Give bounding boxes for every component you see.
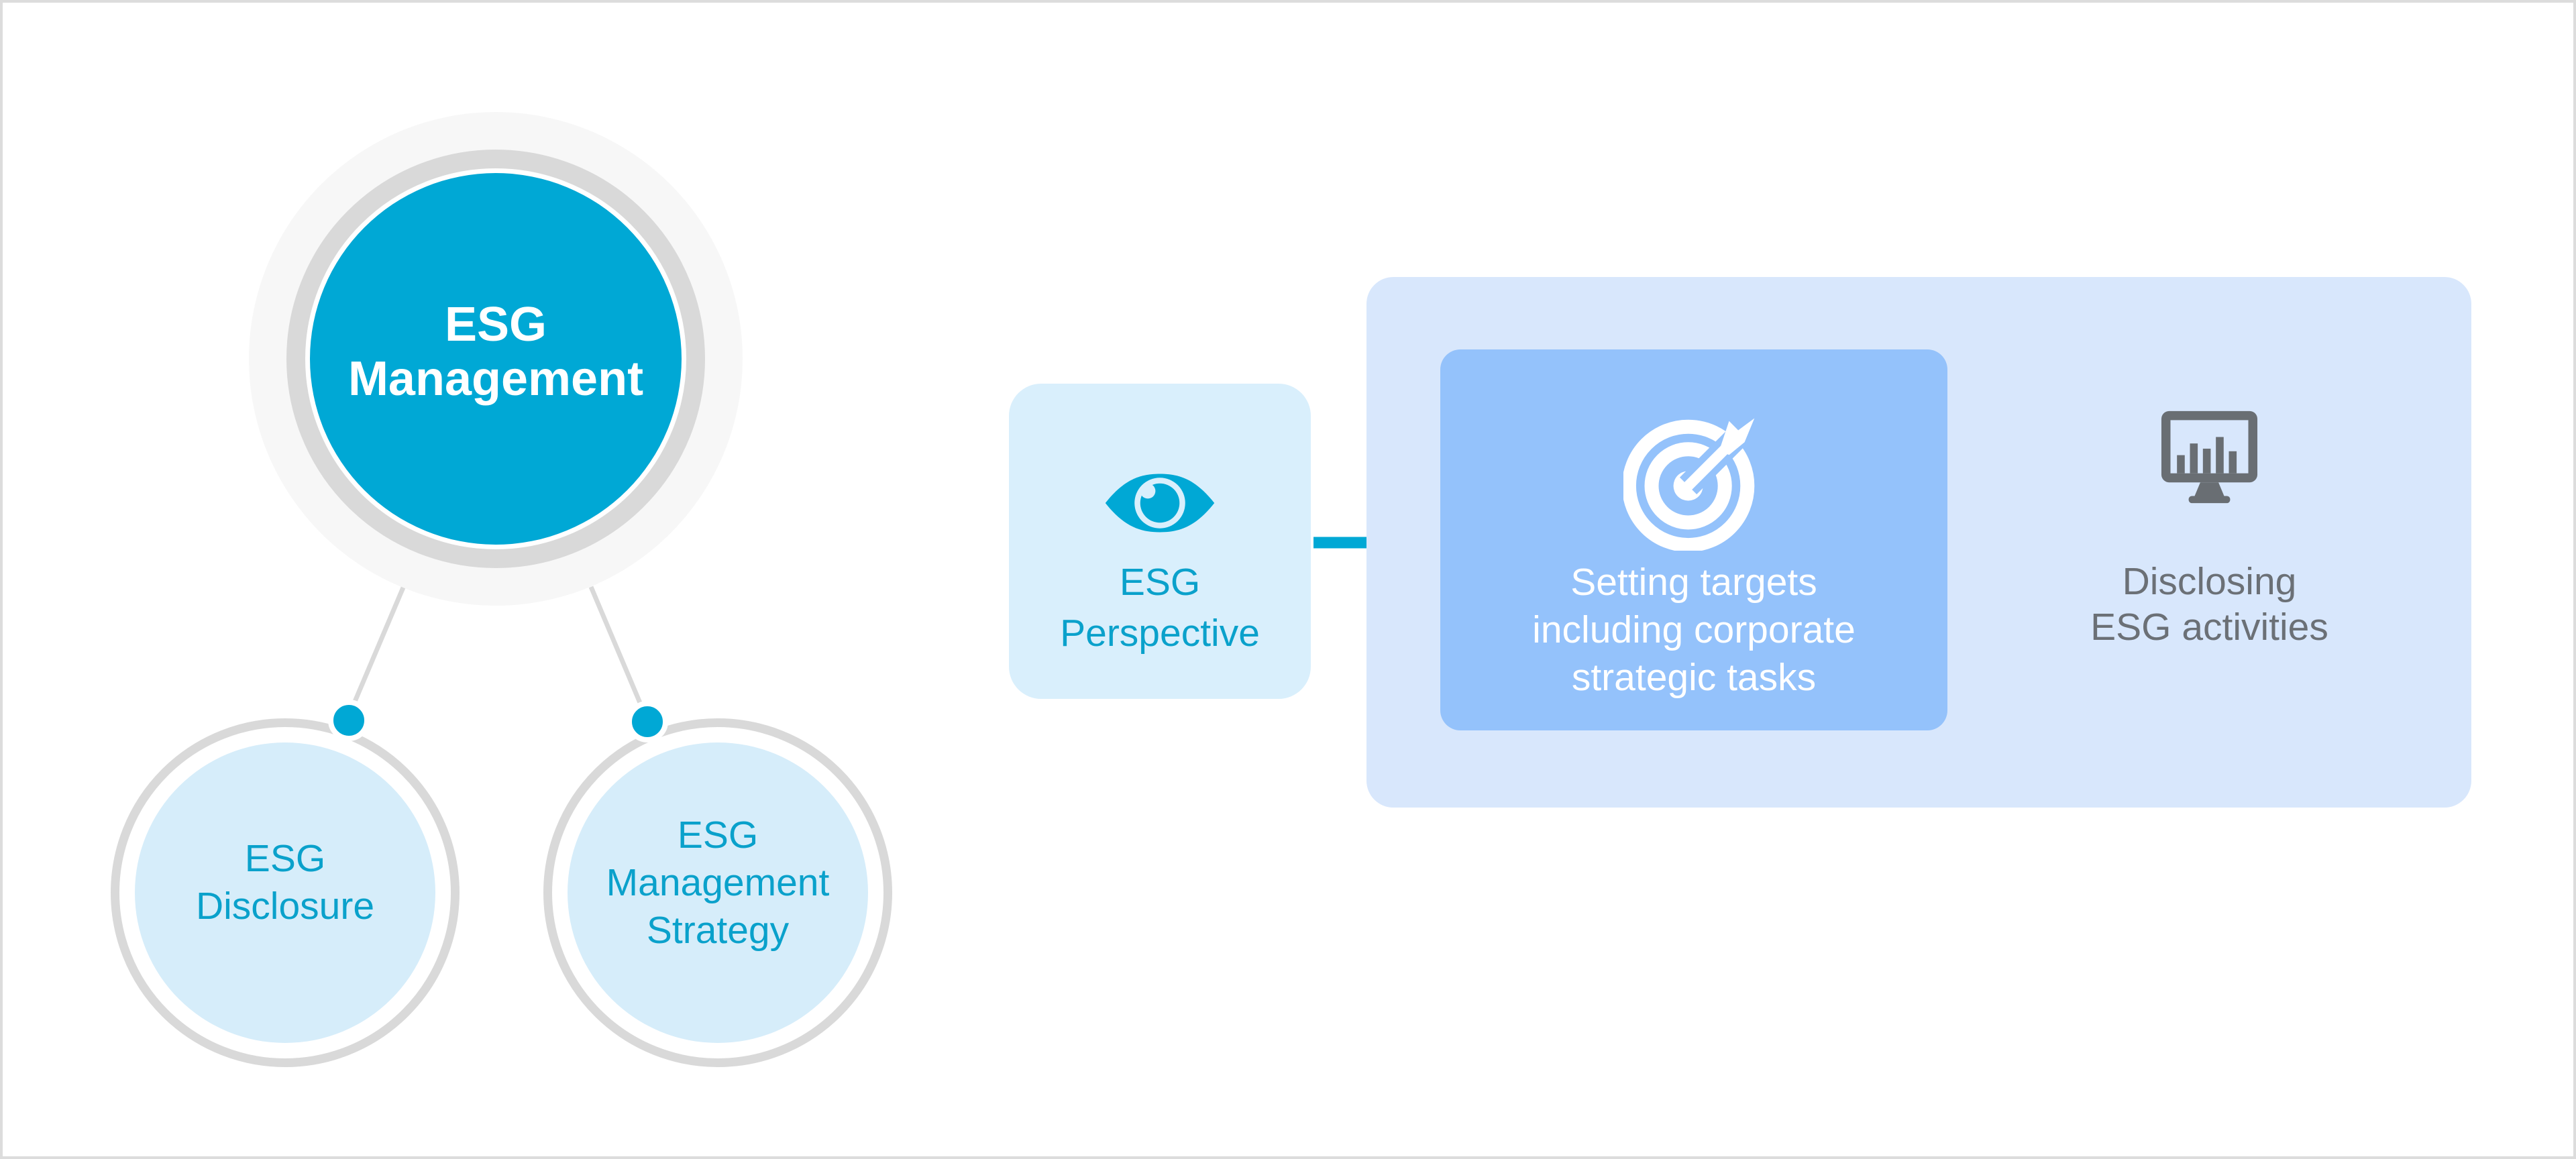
eye-icon	[1105, 474, 1215, 533]
disclosing-activities-item: Disclosing ESG activities	[1947, 349, 2471, 730]
esg-management-strategy-circle: ESG Management Strategy	[568, 742, 868, 1043]
monitor-chart-icon	[2161, 410, 2258, 504]
esg-management-circle: ESG Management	[310, 173, 682, 545]
esg-perspective-label: ESG Perspective	[1060, 561, 1260, 655]
esg-disclosure-circle: ESG Disclosure	[135, 742, 435, 1043]
disclosing-activities-label: Disclosing ESG activities	[2090, 560, 2328, 649]
connector-line-left	[348, 586, 406, 712]
connector-dot-left	[328, 700, 370, 741]
setting-targets-card: Setting targets including corporate stra…	[1440, 349, 1947, 730]
esg-disclosure-label: ESG Disclosure	[195, 837, 375, 928]
setting-targets-label: Setting targets including corporate stra…	[1532, 561, 1856, 699]
esg-management-strategy-label: ESG Management Strategy	[606, 813, 830, 952]
target-icon	[1623, 412, 1762, 551]
esg-perspective-card: ESG Perspective	[1009, 384, 1311, 699]
connector-line-right	[588, 586, 647, 714]
esg-management-label: ESG Management	[347, 298, 644, 406]
connector-dot-right	[627, 701, 668, 742]
